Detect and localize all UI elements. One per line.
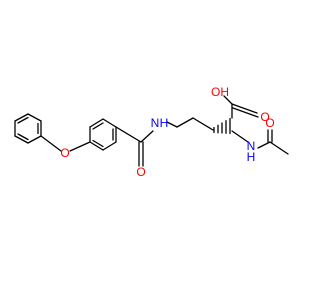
bond-c5-c4 xyxy=(176,117,194,128)
bond-cooh-oh xyxy=(223,95,233,105)
bond-cooh-dbl-2 xyxy=(232,107,259,118)
bond-cooh-dbl-1 xyxy=(231,103,258,114)
bond-carbonyl-nh xyxy=(140,130,154,143)
ether-oxygen-label: O xyxy=(60,146,69,160)
acetamide-nitrogen-label: N xyxy=(247,139,256,153)
bond-nh-acetyl xyxy=(257,141,271,149)
stereo-hash-bond xyxy=(213,117,231,135)
bond-c4-c3 xyxy=(192,117,214,131)
bond-alpha-nh xyxy=(231,130,249,143)
bond-ring-carbonyl xyxy=(115,126,142,143)
acid-oxygen-label: O xyxy=(260,110,269,124)
acetyl-oxygen-label: O xyxy=(265,116,274,130)
structure-canvas: O N H O OH O N H O xyxy=(14,85,289,179)
amide-oxygen-label: O xyxy=(136,165,145,179)
bond-acetyl-methyl xyxy=(269,141,289,155)
amide-nitrogen-label: N xyxy=(151,116,160,130)
bond-ringA-ether xyxy=(40,135,62,152)
bond-nh-c5 xyxy=(166,121,178,128)
phenyl-ring-right xyxy=(89,118,117,151)
bond-ether-ringB xyxy=(69,141,91,152)
acid-hydroxyl-label: OH xyxy=(211,85,229,99)
phenyl-ring-left xyxy=(14,113,42,144)
acetamide-hydrogen-label: H xyxy=(247,150,256,164)
amide-hydrogen-label: H xyxy=(160,116,169,130)
